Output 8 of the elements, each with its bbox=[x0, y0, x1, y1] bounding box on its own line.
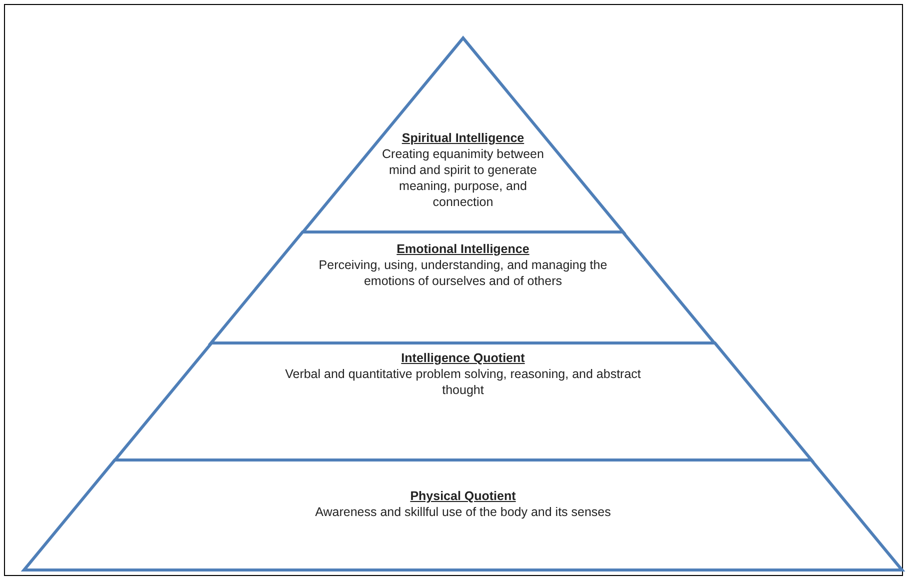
band-heading: Emotional Intelligence bbox=[396, 241, 530, 257]
band-description: Verbal and quantitative problem solving, reasoning, and abstract thought bbox=[284, 366, 642, 398]
band-description: Perceiving, using, understanding, and managing the emotions of ourselves and of others bbox=[318, 257, 608, 289]
band-heading: Spiritual Intelligence bbox=[402, 130, 524, 146]
band-heading: Intelligence Quotient bbox=[401, 350, 525, 366]
band-heading: Physical Quotient bbox=[410, 488, 516, 504]
band-description: Awareness and skillful use of the body and its senses bbox=[314, 504, 612, 520]
band-description: Creating equanimity between mind and spirit to generate meaning, purpose, and connection bbox=[381, 146, 545, 210]
